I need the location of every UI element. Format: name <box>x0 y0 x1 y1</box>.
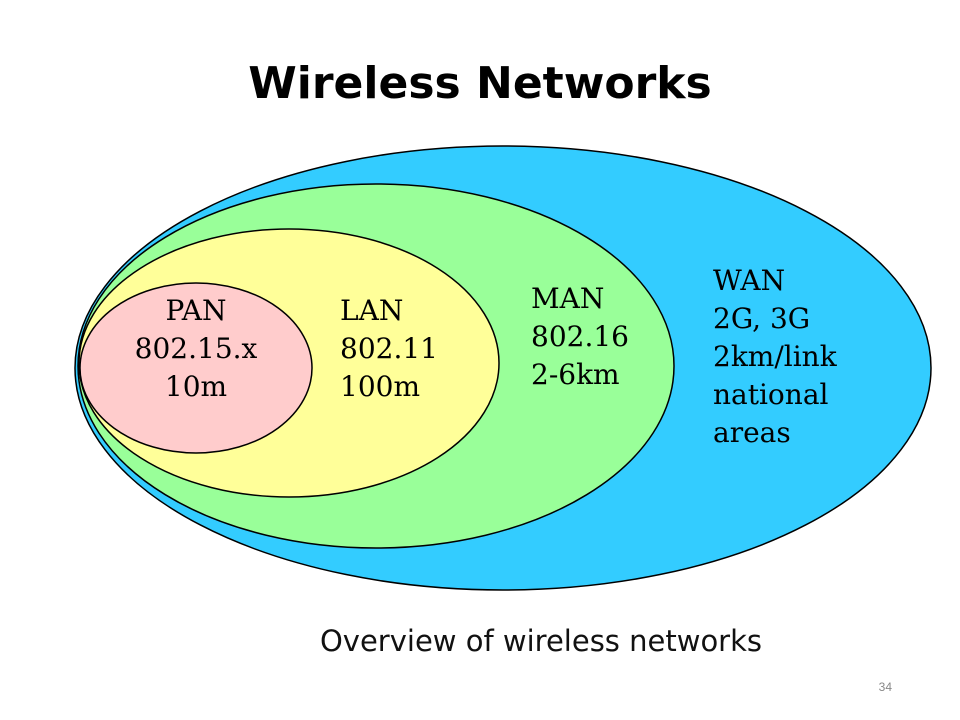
pan-ellipse <box>79 282 313 454</box>
lan-standard: 802.11 <box>340 332 438 365</box>
lan-name: LAN <box>340 294 403 327</box>
wan-range: 2km/link <box>713 340 838 373</box>
wan-label: WAN 2G, 3G 2km/link national areas <box>713 264 838 449</box>
man-standard: 802.16 <box>531 320 629 353</box>
lan-label: LAN 802.11 100m <box>340 294 438 403</box>
pan-label: PAN 802.15.x 10m <box>135 294 258 403</box>
pan-name: PAN <box>166 294 227 327</box>
man-name: MAN <box>531 282 604 315</box>
slide-title: Wireless Networks <box>248 58 712 109</box>
man-range: 2-6km <box>531 358 620 391</box>
wan-name: WAN <box>713 264 785 297</box>
wan-standard: 2G, 3G <box>713 302 810 335</box>
pan-range: 10m <box>165 370 227 403</box>
page-number: 34 <box>878 680 892 694</box>
man-label: MAN 802.16 2-6km <box>531 282 629 391</box>
wan-coverage-line1: national <box>713 378 829 411</box>
wan-coverage-line2: areas <box>713 416 791 449</box>
pan-standard: 802.15.x <box>135 332 258 365</box>
figure-caption: Overview of wireless networks <box>319 624 763 658</box>
lan-range: 100m <box>340 370 420 403</box>
